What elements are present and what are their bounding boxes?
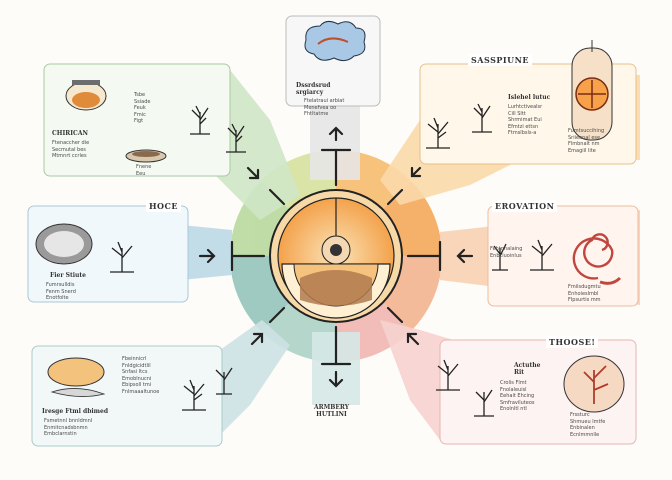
text-top-left-foot: Fnene Eeu: [136, 164, 152, 177]
tree-icon: [215, 367, 233, 395]
text-top-right-right: Fumtsuccihing Sriieanal ese Flmbnalt nm …: [568, 128, 605, 154]
text-mid-right-body: Fehtnhalaing Enbcluoinlus: [490, 246, 523, 259]
arrow-left: [198, 248, 216, 264]
clock-icon: [571, 40, 613, 141]
tree-icon: [492, 243, 508, 271]
title-top-left: CHIRICAN: [52, 130, 88, 137]
tree-icon: [226, 123, 246, 153]
text-bottom-left-body: Fbeinnicrl Fnldgicidtlil Snfasi ltcs Emo…: [122, 356, 160, 395]
arrow-down: [328, 370, 344, 388]
rock-icon: [35, 223, 93, 265]
title-mid-left: Fier Stiute: [50, 272, 86, 279]
title-top-right: Islehel lutuc: [508, 94, 551, 101]
text-bottom-right-body: Crolis Flmt Fnolaleuisl Eehait Ehcing Sm…: [500, 380, 535, 412]
label-top: Dssrdsrud srgiarcy: [296, 82, 331, 96]
arrow-up: [328, 126, 344, 142]
label-bottom-right-tag: THOOSE!: [546, 336, 599, 348]
arrows: [198, 126, 474, 388]
text-top-right-body: Lurhtctivealsr Cill Sltt Shrmimat Eui Ef…: [508, 104, 543, 136]
label-bottom-center: ARMBERY HUTLINI: [314, 404, 350, 418]
arrow-bottom-right: [406, 332, 420, 346]
label-top-right-tag: SASSPIUNE: [468, 54, 533, 66]
title-bottom-left: Iresge Ftml dbimed: [42, 408, 109, 415]
tree-icon: [426, 117, 450, 149]
arrow-right: [456, 248, 474, 264]
arrow-bottom-left: [250, 332, 264, 346]
label-mid-right: EROVATION: [492, 200, 558, 212]
center-disc: [269, 189, 403, 323]
trees: [110, 103, 554, 417]
snake-icon: [572, 233, 622, 285]
tree-icon: [474, 389, 494, 417]
text-bottom-left-foot: Fsmetnnl bnnldmnl Enmitcnadsbnmn Embclar…: [44, 418, 93, 437]
arrow-top-right: [410, 166, 422, 178]
text-top-center-body: Ftelatraui arbiat Menefvea oo Fhtltatme: [304, 98, 345, 117]
tree-icon: [190, 105, 210, 135]
tree-icon: [472, 103, 492, 133]
label-mid-left: HOCE: [146, 200, 181, 212]
title-bottom-right: Actuthe Rit: [514, 362, 541, 376]
pot-icon: [563, 355, 625, 413]
text-top-left-list: Tsbe Ssiade Feuk Fmic Figt: [134, 92, 151, 124]
arrow-top-left: [246, 166, 260, 180]
text-top-left-body: Ftenaccher die Secmutal bes Mtmnrt ccrle…: [52, 140, 90, 159]
tree-icon: [436, 359, 460, 391]
tree-icon: [530, 239, 554, 271]
bowl-icon: [125, 149, 167, 163]
text-bottom-right-right: Frssturc Shmueu lmtfe Enbinalen Ecnlmmnl…: [570, 412, 606, 438]
text-mid-right-right: Fmilsdugmtu Enhoieslmbl Flpsurtis mm: [568, 284, 601, 303]
tree-icon: [110, 241, 134, 273]
jar-icon: [65, 80, 107, 111]
fish-icon: [47, 357, 106, 397]
tree-icon: [182, 379, 206, 411]
text-mid-left-body: Fumrsulldis Fenm Snerd Enotfolte: [46, 282, 76, 301]
ribbon-bottom: [312, 332, 360, 405]
brain-icon: [304, 20, 366, 62]
